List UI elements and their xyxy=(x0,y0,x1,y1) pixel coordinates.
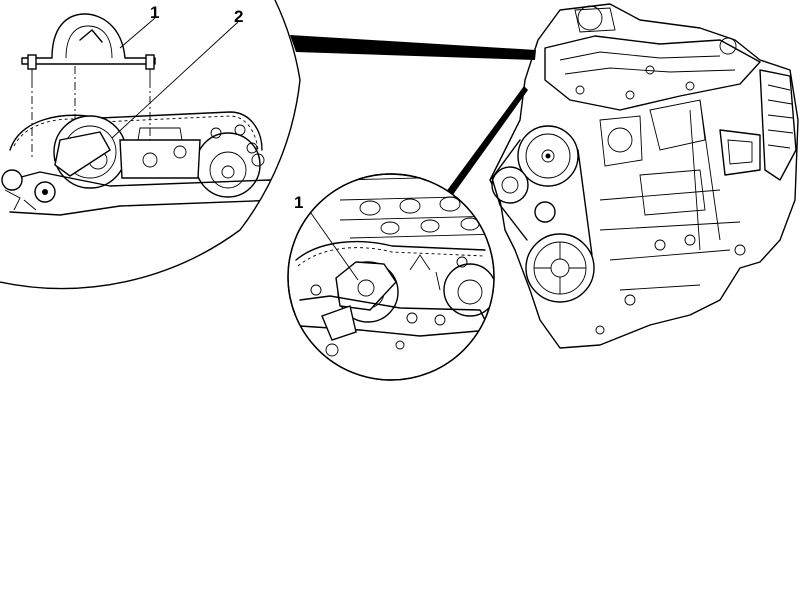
callout-label-1: 1 xyxy=(150,3,159,22)
leader-wedge-large xyxy=(290,35,536,60)
callout-label-small-1: 1 xyxy=(294,193,303,212)
engine-illustration xyxy=(489,3,799,349)
holding-tool-bracket xyxy=(21,13,156,65)
callout-label-2: 2 xyxy=(234,7,243,26)
leader-wedge-small xyxy=(440,86,528,200)
detail-view-large: 1 2 xyxy=(0,0,301,290)
detail-view-small: 1 xyxy=(287,173,495,381)
